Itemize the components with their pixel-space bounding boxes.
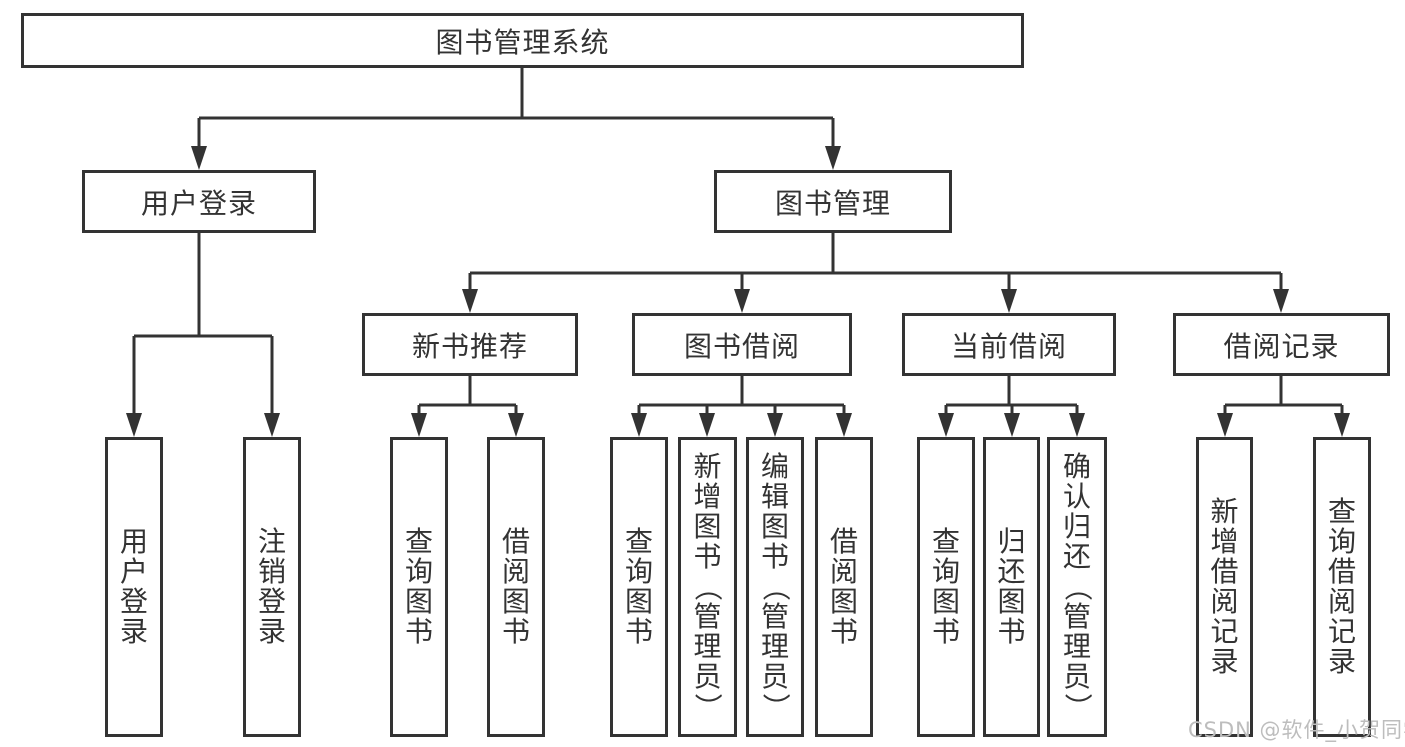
watermark: CSDN @软件_小贺同学 (1188, 718, 1405, 742)
node-label: 借阅记录 (1223, 329, 1340, 363)
leaf-user-login: 用户登录 (105, 437, 163, 737)
node-book-management: 图书管理 (714, 170, 952, 233)
leaf-label: 查询图书 (404, 525, 433, 648)
leaf-label: 编辑图书（管理员） (758, 450, 792, 722)
node-current-borrowing: 当前借阅 (902, 313, 1116, 376)
leaf-query-books-2: 查询图书 (610, 437, 668, 737)
leaf-label: 新增借阅记录 (1210, 495, 1239, 678)
leaf-label: 借阅图书 (501, 525, 530, 648)
node-label: 新书推荐 (411, 329, 528, 363)
leaf-query-borrow-record: 查询借阅记录 (1313, 437, 1371, 737)
leaf-label: 查询借阅记录 (1327, 495, 1356, 678)
leaf-label: 归还图书 (997, 525, 1026, 648)
node-user-login: 用户登录 (82, 170, 316, 233)
leaf-label: 注销登录 (257, 525, 286, 648)
leaf-label: 借阅图书 (829, 525, 858, 648)
leaf-label: 新增图书（管理员） (691, 450, 725, 722)
node-new-book-recommendation: 新书推荐 (362, 313, 578, 376)
leaf-label: 查询图书 (931, 525, 960, 648)
node-label: 图书管理系统 (435, 25, 610, 59)
leaf-logout: 注销登录 (243, 437, 301, 737)
leaf-label: 查询图书 (624, 525, 653, 648)
leaf-return-books: 归还图书 (983, 437, 1040, 737)
leaf-label: 确认归还（管理员） (1060, 450, 1094, 722)
node-book-management-system: 图书管理系统 (21, 13, 1024, 68)
leaf-add-books-admin: 新增图书（管理员） (678, 437, 737, 737)
node-book-borrowing: 图书借阅 (632, 313, 852, 376)
node-label: 用户登录 (140, 186, 257, 220)
node-label: 图书借阅 (683, 329, 800, 363)
leaf-confirm-return-admin: 确认归还（管理员） (1047, 437, 1107, 737)
leaf-label: 用户登录 (119, 525, 148, 648)
leaf-add-borrow-record: 新增借阅记录 (1196, 437, 1253, 737)
node-label: 图书管理 (774, 186, 891, 220)
leaf-borrow-books-2: 借阅图书 (815, 437, 873, 737)
node-label: 当前借阅 (950, 329, 1067, 363)
node-borrowing-records: 借阅记录 (1173, 313, 1390, 376)
arrowheads (126, 146, 1350, 437)
leaf-query-books-3: 查询图书 (917, 437, 975, 737)
leaf-query-books-1: 查询图书 (390, 437, 448, 737)
leaf-edit-books-admin: 编辑图书（管理员） (746, 437, 804, 737)
leaf-borrow-books-1: 借阅图书 (487, 437, 545, 737)
